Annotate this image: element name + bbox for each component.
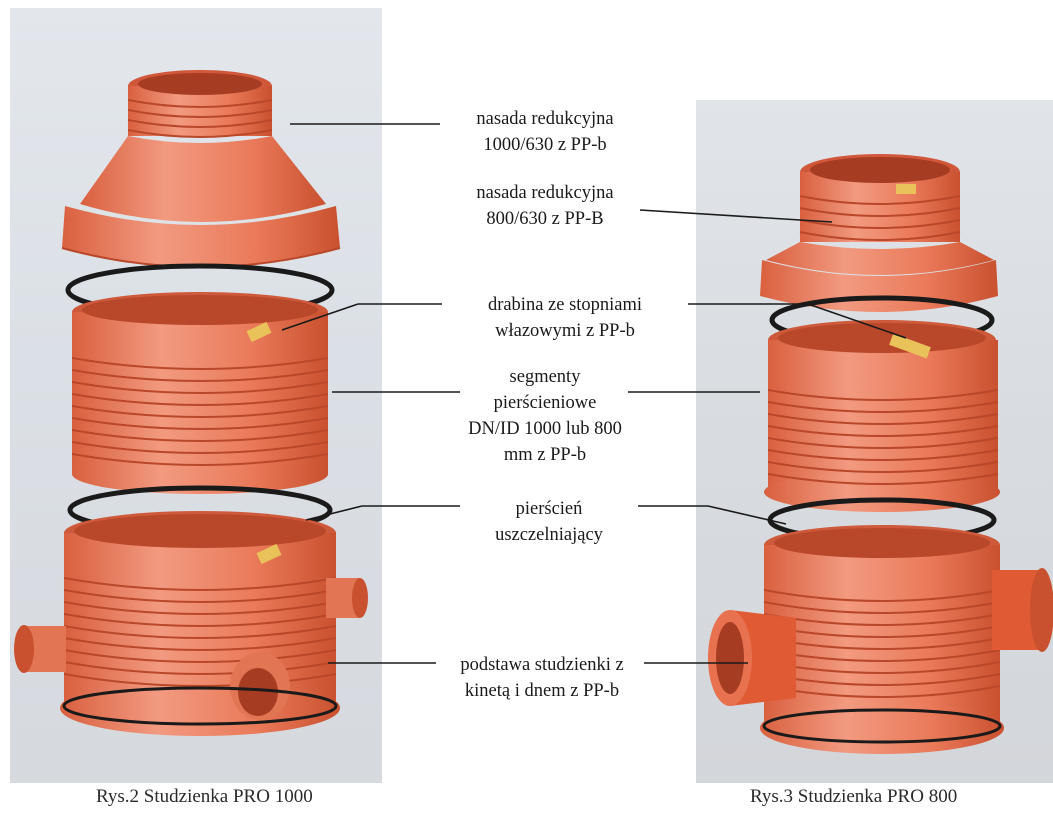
leader-ladder-left-a bbox=[282, 304, 358, 330]
label-line: 800/630 z PP-B bbox=[440, 206, 650, 232]
label-reduction-cap-1000: nasada redukcyjna 1000/630 z PP-b bbox=[440, 106, 650, 158]
leader-reduction-cap-800 bbox=[640, 210, 832, 222]
label-line: drabina ze stopniami bbox=[442, 292, 688, 318]
label-line: nasada redukcyjna bbox=[440, 106, 650, 132]
leader-seal-left-a bbox=[306, 506, 362, 520]
caption-pro-1000: Rys.2 Studzienka PRO 1000 bbox=[96, 786, 313, 808]
label-line: włazowymi z PP-b bbox=[442, 318, 688, 344]
label-line: uszczelniający bbox=[460, 522, 638, 548]
leader-ladder-right-b bbox=[808, 304, 906, 338]
label-line: pierścień bbox=[460, 496, 638, 522]
label-line: DN/ID 1000 lub 800 bbox=[432, 416, 658, 442]
label-ring-segments: segmenty pierścieniowe DN/ID 1000 lub 80… bbox=[432, 364, 658, 468]
label-reduction-cap-800: nasada redukcyjna 800/630 z PP-B bbox=[440, 180, 650, 232]
label-sealing-ring: pierścień uszczelniający bbox=[460, 496, 638, 548]
label-line: nasada redukcyjna bbox=[440, 180, 650, 206]
label-line: mm z PP-b bbox=[432, 442, 658, 468]
label-line: segmenty bbox=[432, 364, 658, 390]
label-line: 1000/630 z PP-b bbox=[440, 132, 650, 158]
label-ladder: drabina ze stopniami włazowymi z PP-b bbox=[442, 292, 688, 344]
leader-seal-right-b bbox=[708, 506, 786, 524]
label-line: kinetą i dnem z PP-b bbox=[436, 678, 648, 704]
label-line: podstawa studzienki z bbox=[436, 652, 648, 678]
label-base: podstawa studzienki z kinetą i dnem z PP… bbox=[436, 652, 648, 704]
label-line: pierścieniowe bbox=[432, 390, 658, 416]
caption-pro-800: Rys.3 Studzienka PRO 800 bbox=[750, 786, 957, 808]
